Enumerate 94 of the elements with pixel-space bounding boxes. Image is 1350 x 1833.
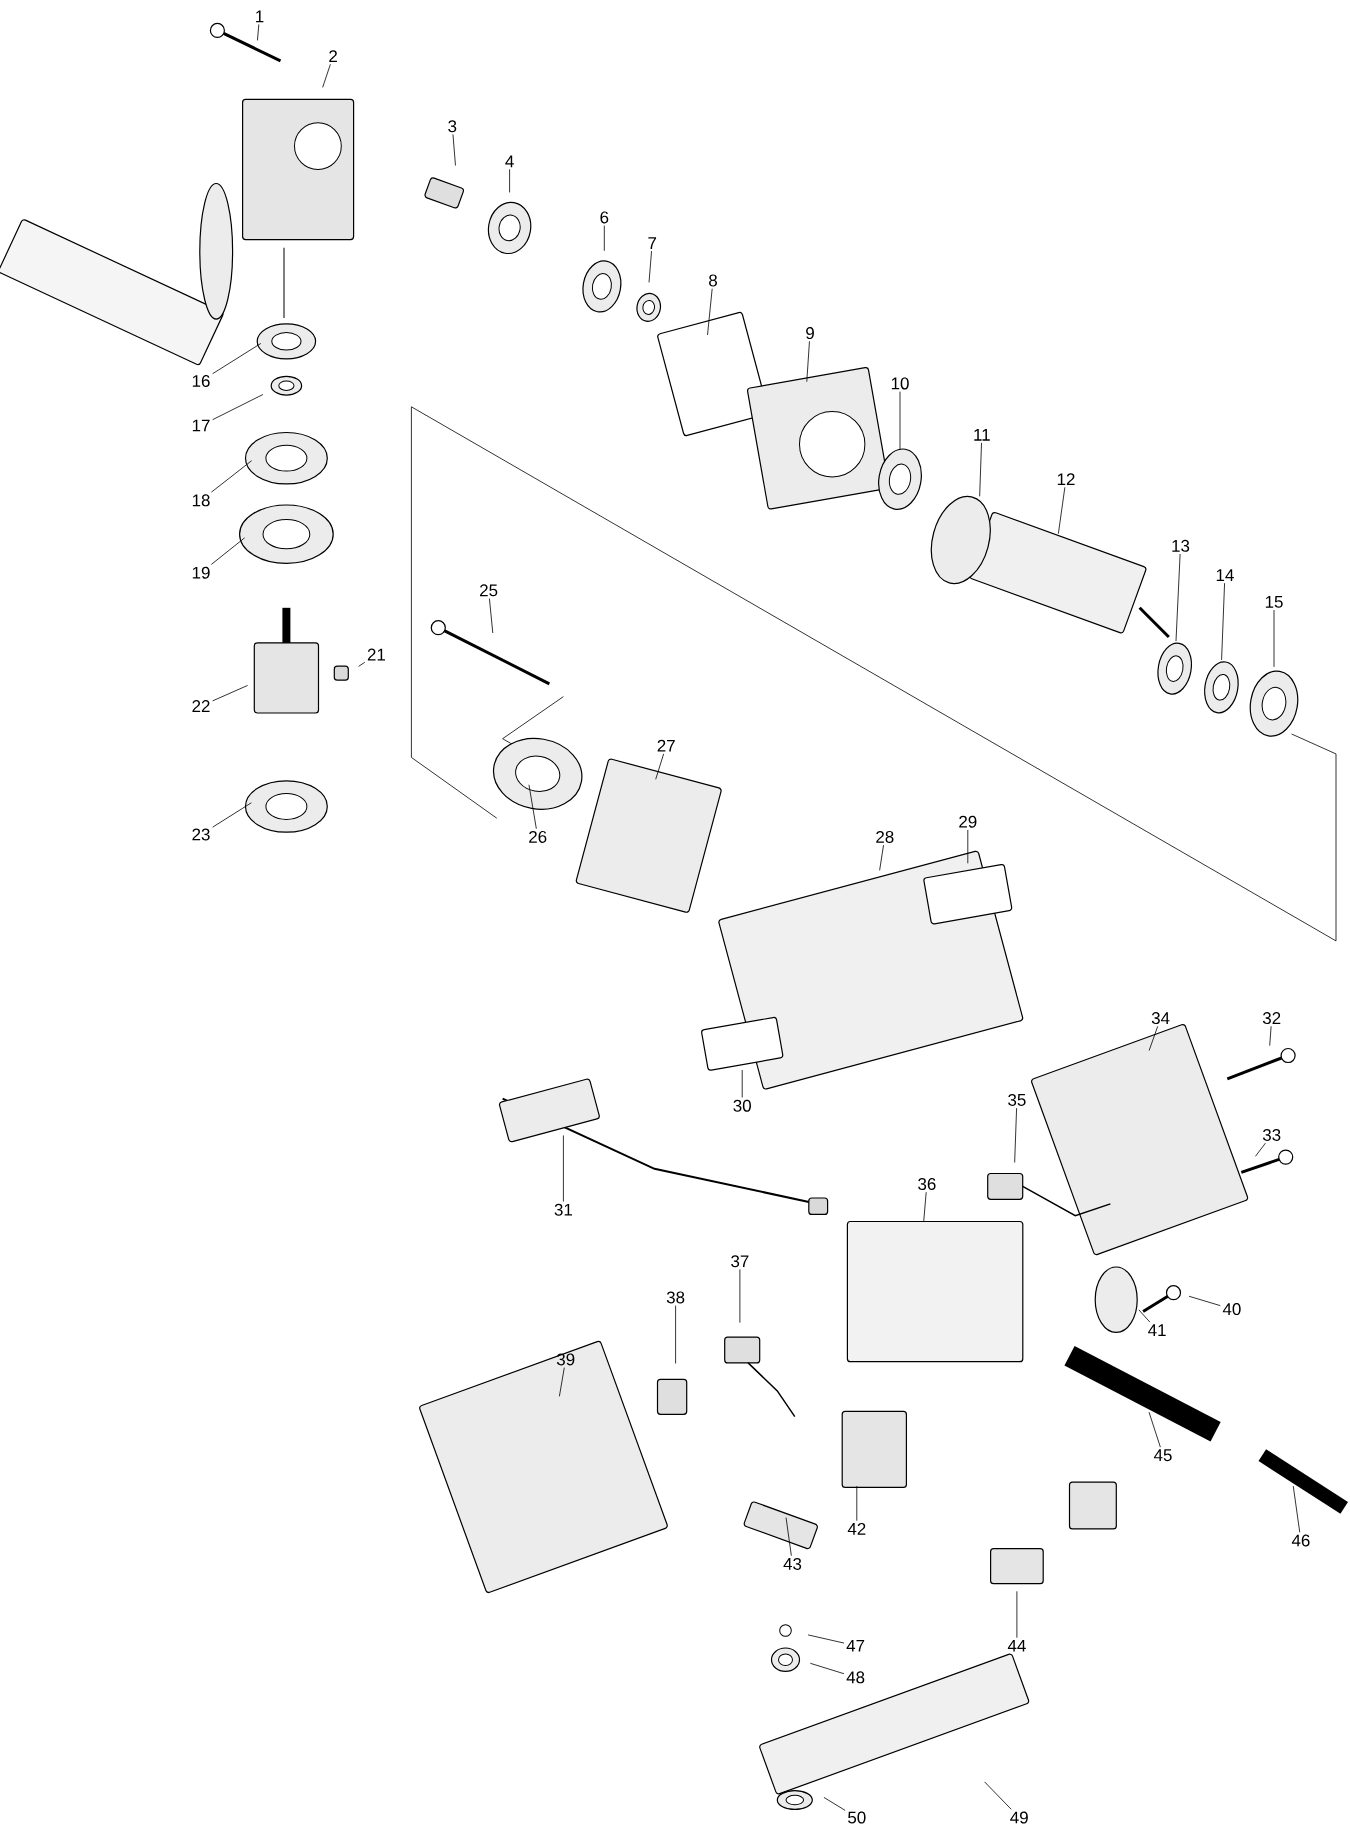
leader-line bbox=[1148, 1025, 1159, 1051]
leader-line bbox=[1273, 609, 1275, 668]
callout-number: 6 bbox=[600, 211, 609, 224]
callout-number: 44 bbox=[1007, 1639, 1026, 1652]
callout-number: 14 bbox=[1216, 569, 1234, 581]
callout-number: 7 bbox=[648, 237, 657, 249]
callout-number: 21 bbox=[367, 648, 385, 661]
leader-line bbox=[322, 63, 331, 88]
callout-number: 28 bbox=[876, 830, 894, 843]
leader-line bbox=[1188, 1295, 1221, 1307]
callout-number: 4 bbox=[505, 155, 514, 168]
leader-line bbox=[967, 829, 969, 864]
leader-line bbox=[212, 394, 264, 421]
callout-number: 48 bbox=[846, 1671, 865, 1684]
leader-line bbox=[741, 1069, 743, 1098]
leader-line bbox=[785, 1517, 792, 1557]
leader-line bbox=[358, 661, 366, 667]
leader-line bbox=[1057, 486, 1066, 535]
leader-line bbox=[603, 225, 605, 252]
leader-line bbox=[212, 685, 249, 702]
callout-number: 33 bbox=[1262, 1128, 1281, 1141]
callout-number: 47 bbox=[846, 1639, 865, 1652]
callout-number: 2 bbox=[329, 50, 337, 62]
callout-number: 30 bbox=[733, 1099, 751, 1112]
leader-line bbox=[707, 288, 713, 336]
leader-line bbox=[211, 460, 253, 493]
callout-number: 26 bbox=[529, 830, 547, 843]
leader-line bbox=[1014, 1107, 1017, 1163]
leader-line bbox=[856, 1485, 858, 1522]
leader-line bbox=[212, 343, 262, 375]
callout-number: 18 bbox=[192, 494, 210, 507]
callout-number: 45 bbox=[1154, 1449, 1172, 1462]
callout-number: 40 bbox=[1222, 1303, 1241, 1316]
callout-number: 3 bbox=[448, 120, 457, 133]
leader-line bbox=[809, 1662, 845, 1675]
leader-line bbox=[807, 1634, 845, 1644]
leader-line bbox=[1269, 1025, 1272, 1046]
leader-line bbox=[1148, 1411, 1161, 1448]
leader-line bbox=[823, 1797, 846, 1811]
leader-line bbox=[452, 134, 456, 166]
callout-number: 25 bbox=[480, 584, 498, 597]
leader-line bbox=[1255, 1142, 1266, 1157]
leader-line bbox=[257, 24, 260, 41]
callout-number: 12 bbox=[1057, 473, 1075, 486]
callout-number: 32 bbox=[1262, 1012, 1281, 1025]
callout-number: 42 bbox=[847, 1522, 866, 1535]
leader-line bbox=[984, 1781, 1012, 1810]
callout-number: 16 bbox=[192, 375, 210, 387]
callout-number: 31 bbox=[554, 1203, 572, 1216]
leader-line bbox=[210, 537, 246, 565]
callout-number: 36 bbox=[918, 1178, 936, 1190]
leader-line bbox=[879, 844, 884, 871]
leader-line bbox=[1138, 1309, 1151, 1323]
callout-number: 8 bbox=[709, 274, 717, 287]
callout-number: 37 bbox=[731, 1255, 749, 1268]
leader-line bbox=[559, 1367, 565, 1397]
callout-number: 1 bbox=[256, 10, 264, 23]
callout-number: 50 bbox=[848, 1811, 866, 1824]
leader-line bbox=[489, 598, 494, 634]
leader-line bbox=[655, 753, 665, 780]
leader-line bbox=[806, 340, 810, 383]
leader-line bbox=[899, 391, 901, 450]
callout-number: 10 bbox=[891, 377, 909, 390]
callout-number: 23 bbox=[192, 828, 210, 841]
callout-number: 29 bbox=[959, 815, 977, 828]
callout-number: 46 bbox=[1291, 1534, 1310, 1547]
leader-line bbox=[648, 250, 652, 283]
callout-number: 39 bbox=[556, 1353, 575, 1366]
leader-line bbox=[739, 1269, 741, 1323]
leader-line bbox=[1016, 1590, 1018, 1639]
callout-number: 38 bbox=[666, 1291, 685, 1304]
callout-number: 22 bbox=[192, 700, 210, 712]
leader-line bbox=[563, 1135, 564, 1202]
callout-number: 27 bbox=[657, 739, 675, 752]
callout-number: 11 bbox=[974, 429, 990, 441]
callout-number: 49 bbox=[1010, 1811, 1028, 1824]
leader-line bbox=[1292, 1485, 1301, 1533]
callout-number: 9 bbox=[806, 327, 814, 340]
callout-number: 19 bbox=[192, 566, 210, 579]
leader-line bbox=[979, 442, 982, 497]
leader-line bbox=[923, 1191, 927, 1222]
callout-number: 34 bbox=[1151, 1012, 1170, 1025]
leader-line bbox=[675, 1305, 676, 1364]
callout-number: 13 bbox=[1172, 539, 1190, 552]
callout-number: 41 bbox=[1148, 1324, 1166, 1336]
leader-line bbox=[1221, 582, 1225, 661]
callout-number: 43 bbox=[783, 1557, 802, 1570]
leader-line bbox=[212, 802, 252, 828]
leader-line bbox=[528, 784, 537, 830]
callout-number: 17 bbox=[192, 419, 210, 432]
leader-line bbox=[509, 168, 510, 193]
callout-number: 15 bbox=[1265, 596, 1283, 608]
callout-number: 35 bbox=[1008, 1093, 1026, 1106]
leader-line bbox=[1175, 553, 1181, 642]
